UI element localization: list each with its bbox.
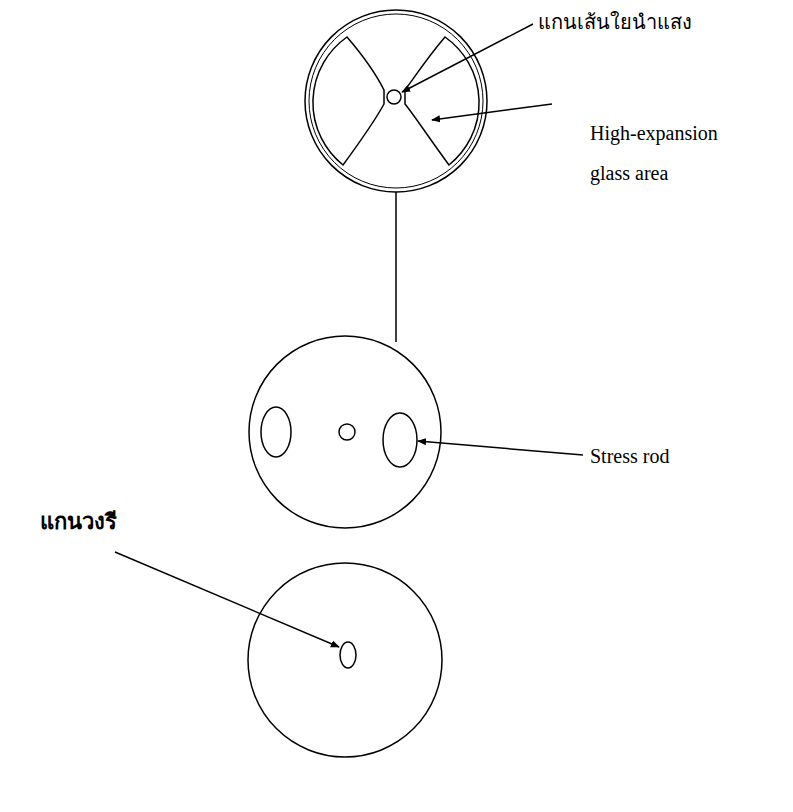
divider-line: [395, 192, 397, 342]
leader-arrow: [115, 552, 339, 647]
bow-tie-lobe: [313, 37, 384, 165]
stress-rod: [383, 413, 417, 467]
part-label: Stress rod: [590, 444, 740, 468]
leader-arrow: [418, 441, 583, 455]
part-label: แกนวงรี: [40, 508, 180, 536]
leader-arrow: [402, 24, 533, 92]
elliptical-core: [340, 642, 356, 668]
fiber-core: [387, 90, 401, 104]
region-label: High-expansion glass area: [590, 113, 740, 193]
cladding: [248, 563, 442, 757]
bow-tie-lobe: [405, 37, 479, 165]
cladding-outer: [305, 10, 487, 192]
stress-rod: [261, 407, 291, 457]
cladding-inner: [309, 14, 483, 188]
leader-arrow: [432, 104, 552, 120]
part-label: แกนเส้นใยนำแสง: [538, 10, 758, 34]
cladding: [249, 336, 441, 528]
fiber-core: [339, 424, 355, 440]
